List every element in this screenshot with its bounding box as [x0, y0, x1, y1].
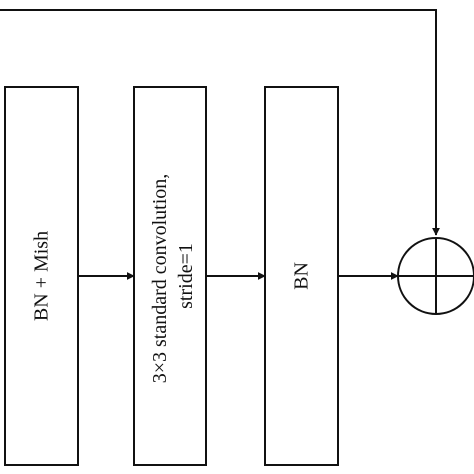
- block-convolution-label: 3×3 standard convolution, stride=1: [149, 169, 197, 384]
- block-bn-mish: BN + Mish: [4, 86, 79, 466]
- skip-connection-line: [0, 9, 440, 236]
- block-bn: BN: [264, 86, 339, 466]
- block-convolution: 3×3 standard convolution, stride=1: [133, 86, 207, 466]
- block-convolution-box: [133, 86, 207, 466]
- add-junction: [397, 237, 474, 315]
- block-bn-box: [264, 86, 339, 466]
- block-bn-mish-label: BN + Mish: [31, 231, 53, 321]
- block-bn-label: BN: [291, 262, 313, 290]
